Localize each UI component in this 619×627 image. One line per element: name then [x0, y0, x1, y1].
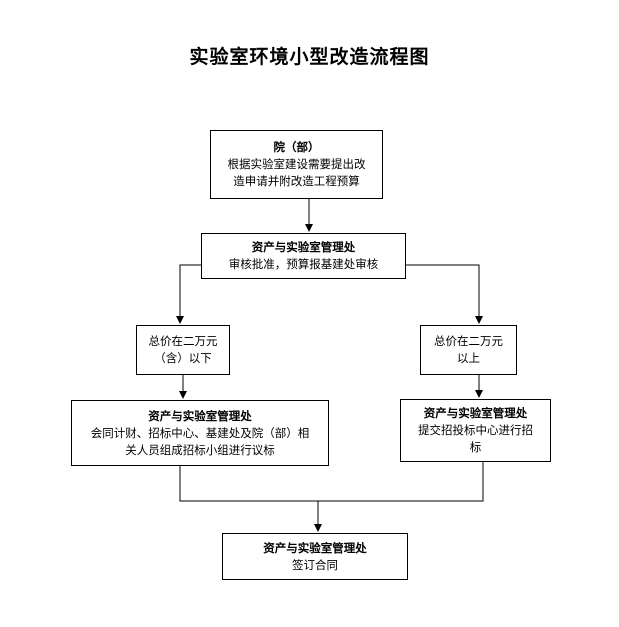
box-heading: 资产与实验室管理处	[423, 406, 528, 420]
box-text-line: 根据实验室建设需要提出改	[227, 157, 366, 171]
box-text-line: 以上	[457, 351, 480, 365]
college-request-box: 院（部） 根据实验室建设需要提出改 造申请并附改造工程预算	[210, 130, 383, 199]
arrow-review-to-under	[176, 264, 201, 324]
under-20k-box: 总价在二万元 （含）以下	[136, 325, 230, 375]
over-20k-box: 总价在二万元 以上	[420, 325, 517, 375]
box-text-line: 会同计财、招标中心、基建处及院（部）相	[90, 425, 310, 440]
box-text-line: 审核批准，预算报基建处审核	[228, 257, 379, 271]
asset-lab-review-box: 资产与实验室管理处 审核批准，预算报基建处审核	[201, 233, 406, 279]
box-heading: 资产与实验室管理处	[263, 540, 367, 555]
box-text-line: （含）以下	[154, 351, 212, 365]
box-text-line: 标	[469, 440, 482, 454]
box-heading: 院（部）	[273, 140, 320, 154]
box-text-line: 提交招投标中心进行招	[418, 423, 533, 437]
box-text-line: 总价在二万元	[434, 334, 503, 348]
page-title: 实验室环境小型改造流程图	[189, 46, 430, 68]
box-heading: 资产与实验室管理处	[251, 240, 356, 254]
box-text-line: 总价在二万元	[148, 334, 218, 348]
box-text-line: 签订合同	[292, 557, 338, 572]
merge-line	[179, 462, 484, 502]
bid-negotiation-box: 资产与实验室管理处 会同计财、招标中心、基建处及院（部）相 关人员组成招标小组进…	[71, 400, 329, 466]
arrow-review-to-over	[405, 264, 483, 324]
box-text-line: 关人员组成招标小组进行议标	[125, 442, 275, 457]
box-heading: 资产与实验室管理处	[148, 408, 252, 423]
box-text-line: 造申请并附改造工程预算	[233, 174, 360, 188]
tender-center-box: 资产与实验室管理处 提交招投标中心进行招 标	[400, 399, 551, 462]
sign-contract-box: 资产与实验室管理处 签订合同	[222, 533, 408, 580]
